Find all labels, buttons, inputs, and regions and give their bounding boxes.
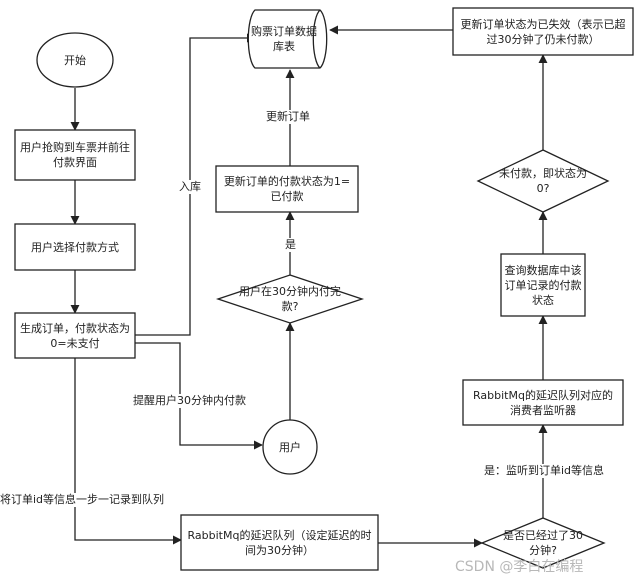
query-db-node [500, 253, 586, 317]
timeout-decision [480, 517, 606, 569]
edge-create-to-queue [74, 358, 182, 545]
update-expired-node [452, 7, 634, 56]
paid-in-30-label: 用户在30分钟内付完款? [239, 285, 341, 313]
start-label: 开始 [64, 53, 86, 67]
delay-queue-node [180, 514, 379, 571]
csdn-watermark: CSDN @李白在编程 [455, 559, 584, 575]
user-label: 用户 [279, 440, 301, 454]
grab-ticket-label: 用户抢购到车票并前往付款界面 [20, 141, 130, 169]
start-node [36, 32, 114, 88]
grab-ticket-node [14, 129, 136, 181]
query-db-label: 查询数据库中该订单记录的付款状态 [504, 263, 582, 307]
choose-payment-node [14, 223, 136, 271]
update-paid-label: 更新订单的付款状态为1=已付款 [223, 175, 351, 203]
update-paid-node [215, 165, 359, 213]
consumer-label: RabbitMq的延迟队列对应的消费者监听器 [473, 388, 613, 417]
unpaid-decision [476, 149, 610, 213]
delay-queue-label: RabbitMq的延迟队列（设定延迟的时间为30分钟） [187, 528, 372, 557]
unpaid-label: 未付款，即状态为0? [499, 167, 587, 195]
order-db-label: 购票订单数据库表 [251, 25, 317, 53]
paid-in-30-decision [215, 274, 365, 324]
consumer-node [462, 379, 624, 426]
choose-payment-label: 用户选择付款方式 [31, 240, 119, 254]
create-order-node [14, 312, 136, 359]
edge-label-listen-yes: 是：监听到订单id等信息 [484, 464, 605, 478]
create-order-label: 生成订单，付款状态为0=未支付 [20, 321, 130, 350]
edge-label-update-order: 更新订单 [266, 110, 310, 124]
user-node [262, 419, 318, 475]
edge-label-remind-user: 提醒用户30分钟内付款 [133, 394, 246, 408]
update-expired-label: 更新订单状态为已失效（表示已超过30分钟了仍未付款） [460, 17, 626, 46]
edge-label-record-queue: 将订单id等信息一步一记录到队列 [0, 493, 165, 507]
timeout-label: 是否已经过了30分钟? [503, 529, 583, 557]
order-db-node [247, 9, 328, 69]
edge-label-yes: 是 [285, 238, 296, 252]
edge-label-insert-db: 入库 [179, 180, 201, 194]
